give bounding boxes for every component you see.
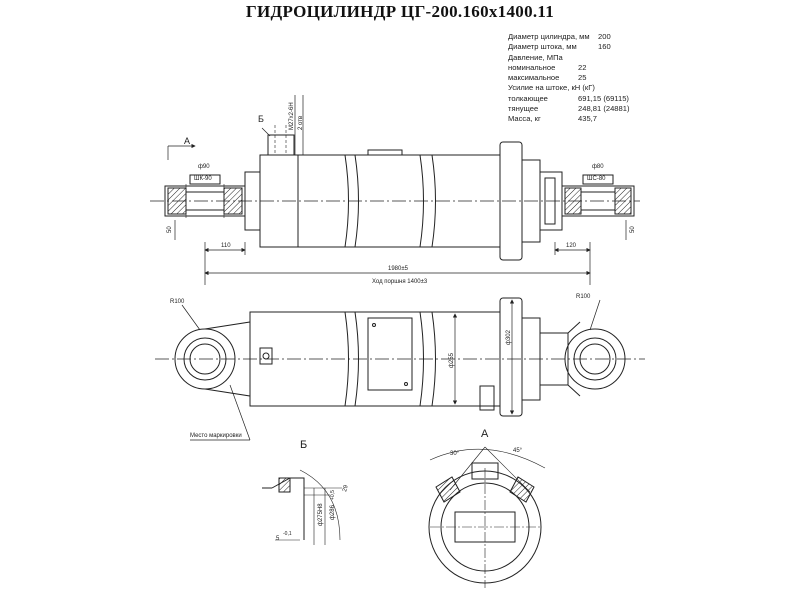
dim-286: ф286	[330, 504, 336, 520]
dim-255: ф255	[449, 352, 455, 368]
dim-5: 5	[276, 536, 280, 542]
tol-286: +0,5	[330, 490, 336, 500]
spec-row: Давление, МПа	[508, 52, 563, 62]
detail-b	[262, 469, 342, 545]
view-b-marker: Б	[258, 114, 264, 124]
view-a-marker: А	[184, 136, 190, 146]
plan-view	[155, 297, 645, 417]
dim-120: 120	[566, 243, 577, 249]
port-boss	[267, 134, 295, 156]
right-eye	[561, 185, 635, 217]
side-view	[150, 125, 640, 261]
dim-1980: 1980±5	[388, 266, 409, 272]
shc80-label: ШС-80	[587, 176, 606, 182]
nameplate	[367, 317, 413, 391]
dim-110: 110	[221, 243, 231, 249]
r100-right: R100	[576, 294, 591, 300]
drawing-title: ГИДРОЦИЛИНДР ЦГ-200.160х1400.11	[245, 2, 555, 21]
view-a-title: А	[481, 428, 489, 440]
stroke-label: Ход поршня 1400±3	[372, 279, 428, 285]
thread-label: M27x2-6H	[289, 102, 295, 130]
view-a-slot	[454, 511, 516, 543]
angle-45: 45°	[513, 448, 523, 454]
dim-50-right: 50	[630, 226, 636, 233]
phi80-label: ф80	[592, 164, 604, 170]
r100-left: R100	[170, 299, 185, 305]
detail-b-title: Б	[300, 439, 307, 451]
dim-275: ф275Н8	[318, 503, 324, 526]
angle-30: 30°	[450, 451, 460, 457]
dim-50-left: 50	[167, 226, 173, 233]
holes-label: 2 отв	[298, 116, 304, 130]
dim-29: 29	[342, 484, 350, 493]
tol-5: -0,1	[283, 531, 292, 537]
shk90-label: ШК-90	[194, 176, 212, 182]
spec-row: Усилие на штоке, кН (кГ)	[508, 83, 595, 93]
plan-port	[259, 347, 273, 365]
marking-label: Место маркировки	[190, 433, 242, 439]
phi90-label: ф90	[198, 164, 210, 170]
dim-302: ф302	[506, 329, 512, 345]
side-view-dimensions	[167, 95, 627, 285]
plan-view-annotations	[181, 299, 601, 441]
view-a	[428, 446, 546, 588]
right-clevis	[564, 328, 626, 390]
